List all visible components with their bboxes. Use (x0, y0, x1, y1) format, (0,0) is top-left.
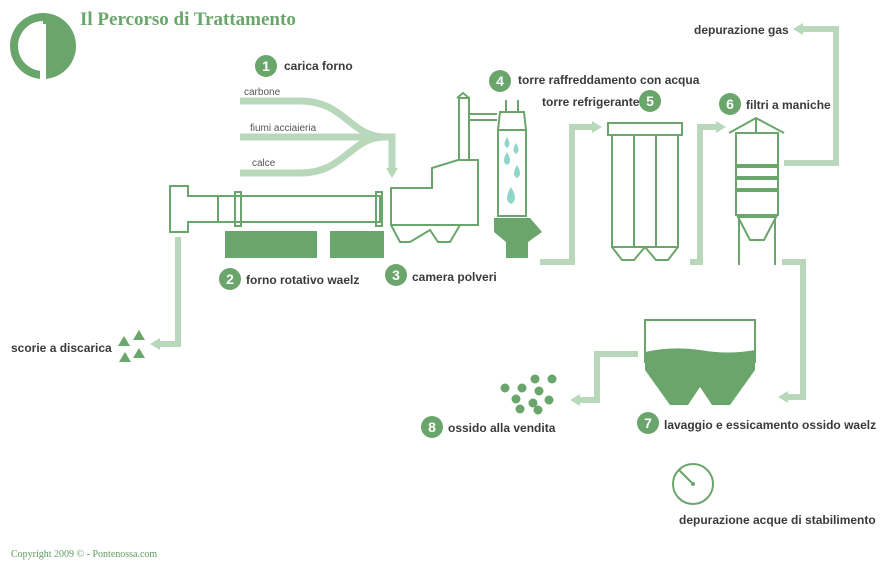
oxide-pellets-icon (500, 374, 557, 415)
washing-arrow-icon (778, 391, 788, 403)
step-badge-1: 1 (255, 55, 277, 77)
step-label-8: ossido alla vendita (448, 421, 556, 435)
step-label-5: torre refrigerante (542, 95, 640, 109)
step-badge-6: 6 (719, 93, 741, 115)
output-label-scorie: scorie a discarica (11, 341, 112, 355)
copyright-text: Copyright 2009 © - Pontenossa.com (11, 549, 158, 560)
gas-line (784, 26, 839, 166)
output-label-acque: depurazione acque di stabilimento (679, 513, 876, 527)
step-label-6: filtri a maniche (746, 98, 831, 112)
cooling-tower (497, 100, 527, 217)
step-badge-8: 8 (421, 416, 443, 438)
output-label-gas: depurazione gas (694, 23, 789, 37)
feed-arrow-icon (386, 168, 398, 178)
slag-arrow-icon (150, 338, 160, 350)
oxide-arrow-icon (570, 394, 580, 406)
pipe-to-refrigerant (540, 124, 592, 265)
input-label-fiumi: fiumi acciaieria (250, 123, 317, 134)
page-title: Il Percorso di Trattamento (80, 9, 296, 30)
step-badge-2: 2 (219, 268, 241, 290)
dust-chamber (390, 91, 497, 243)
step-label-3: camera polveri (412, 270, 497, 284)
slag-triangles-icon (118, 330, 145, 362)
step-badge-3: 3 (385, 264, 407, 286)
kiln-support-1 (225, 231, 317, 258)
kiln-support-2 (330, 231, 384, 258)
pipe-arrow-icon (592, 121, 602, 133)
washing-basin (644, 319, 756, 405)
gauge-icon (672, 463, 714, 505)
pipe-to-oxide (580, 351, 638, 403)
step-label-7: lavaggio e essicamento ossido waelz (664, 418, 877, 432)
water-drops-icon (504, 137, 520, 204)
slag-line (160, 237, 181, 347)
gas-arrow-icon (793, 23, 803, 35)
step-label-4: torre raffreddamento con acqua (518, 73, 700, 87)
refrigerating-tower (607, 122, 683, 261)
rotary-kiln (169, 185, 383, 233)
step-badge-5: 5 (639, 90, 661, 112)
step-label-2: forno rotativo waelz (246, 273, 360, 287)
input-streams (240, 97, 396, 177)
pipe-arrow-icon-2 (716, 121, 726, 133)
input-label-calce: calce (252, 158, 276, 169)
input-label-carbone: carbone (244, 87, 281, 98)
step-label-1: carica forno (284, 59, 353, 73)
step-badge-7: 7 (637, 412, 659, 434)
pipe-to-washing (782, 259, 806, 400)
pipe-to-filters (690, 124, 716, 265)
logo-icon (10, 13, 76, 82)
cooling-tower-base (494, 218, 542, 258)
bag-filters (728, 116, 785, 265)
step-badge-4: 4 (489, 70, 511, 92)
